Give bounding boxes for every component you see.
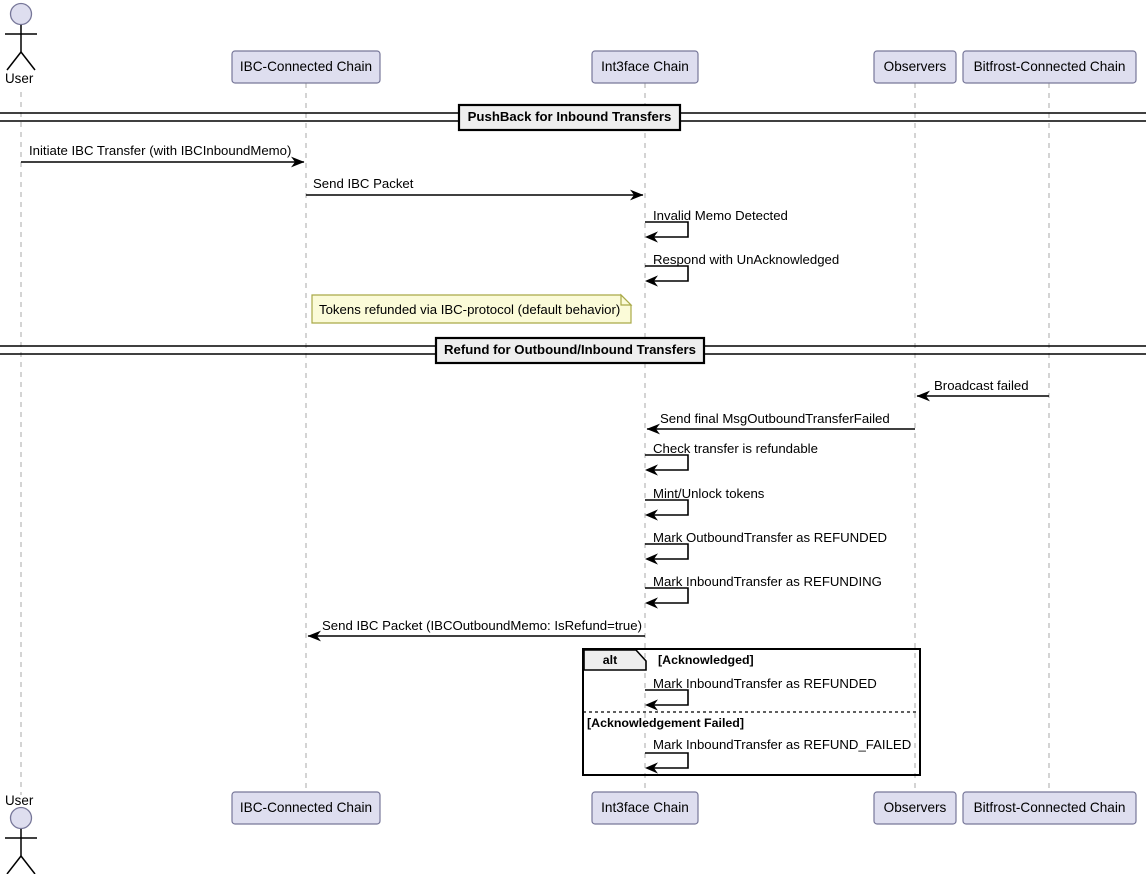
divider-pushback [0, 103, 1146, 132]
message-self-mark-inbound-refunded[interactable] [645, 689, 689, 711]
participant-box-observers-bottom[interactable] [873, 791, 957, 825]
message-self-mark-inbound-refund-failed[interactable] [645, 752, 689, 774]
message-self-check-refundable[interactable] [645, 454, 689, 476]
message-label-send-outbound-refund: Send IBC Packet (IBCOutboundMemo: IsRefu… [322, 618, 642, 633]
actor-leg-right [20, 855, 36, 874]
participant-box-int3face-top[interactable] [591, 50, 699, 84]
divider-refund [0, 336, 1146, 365]
message-label-mark-inbound-refunded: Mark InboundTransfer as REFUNDED [653, 676, 877, 691]
participant-box-bitfrost-bottom[interactable] [962, 791, 1137, 825]
participant-boxes-bottom [231, 791, 1137, 825]
note-tokens-refunded [311, 293, 633, 324]
message-self-mark-outbound-refunded[interactable] [645, 543, 689, 565]
divider-label-pushback: PushBack for Inbound Transfers [467, 109, 672, 124]
message-arrows [21, 156, 1049, 774]
message-label-initiate: Initiate IBC Transfer (with IBCInboundMe… [29, 143, 292, 158]
participant-label-int3face-top[interactable]: Int3face Chain [601, 59, 689, 74]
participant-box-ibc-bottom[interactable] [231, 791, 381, 825]
actor-leg-left [6, 51, 22, 71]
message-label-final-failed: Send final MsgOutboundTransferFailed [660, 411, 890, 426]
actor-head-icon [9, 2, 33, 26]
message-label-send-ibc-packet: Send IBC Packet [313, 176, 414, 191]
message-label-broadcast-failed: Broadcast failed [934, 378, 1029, 393]
fragment-alt-acknowledgement [582, 648, 921, 776]
fragment-guard-acknowledgement-failed: [Acknowledgement Failed] [587, 716, 744, 730]
lifelines [20, 83, 1050, 795]
message-label-invalid-memo: Invalid Memo Detected [653, 208, 788, 223]
message-label-mark-inbound-refunding: Mark InboundTransfer as REFUNDING [653, 574, 882, 589]
divider-label-refund: Refund for Outbound/Inbound Transfers [443, 342, 696, 357]
message-self-invalid-memo[interactable] [645, 221, 689, 243]
actor-label-user-top: User [5, 71, 34, 86]
message-label-mark-outbound-refunded: Mark OutboundTransfer as REFUNDED [653, 530, 888, 545]
participant-label-observers-bottom[interactable]: Observers [883, 800, 947, 815]
participant-label-bitfrost-bottom[interactable]: Bitfrost-Connected Chain [973, 800, 1126, 815]
fragment-operator-label: alt [602, 653, 618, 667]
message-self-respond-unack[interactable] [645, 265, 689, 287]
actor-user-bottom[interactable] [5, 806, 37, 874]
actor-leg-right [20, 51, 36, 71]
participant-box-bitfrost-top[interactable] [962, 50, 1137, 84]
actor-leg-left [6, 855, 22, 874]
participant-boxes-top [231, 50, 1137, 84]
actor-label-user-bottom: User [5, 793, 34, 808]
message-self-mark-inbound-refunding[interactable] [645, 587, 689, 609]
participant-label-bitfrost-top[interactable]: Bitfrost-Connected Chain [973, 59, 1126, 74]
message-label-mint-unlock: Mint/Unlock tokens [653, 486, 765, 501]
participant-box-ibc-top[interactable] [231, 50, 381, 84]
actor-head-icon [9, 806, 33, 830]
divider-label-box [434, 336, 706, 365]
participant-box-observers-top[interactable] [873, 50, 957, 84]
participant-label-ibc-bottom[interactable]: IBC-Connected Chain [239, 800, 373, 815]
participant-label-ibc-top[interactable]: IBC-Connected Chain [239, 59, 373, 74]
fragment-guard-acknowledged: [Acknowledged] [658, 653, 754, 667]
actor-user-top[interactable] [5, 2, 37, 71]
note-label-tokens-refunded: Tokens refunded via IBC-protocol (defaul… [319, 302, 621, 317]
message-self-mint-unlock[interactable] [645, 499, 689, 521]
participant-label-observers-top[interactable]: Observers [883, 59, 947, 74]
fragment-operator-tab [583, 649, 647, 671]
participant-box-int3face-bottom[interactable] [591, 791, 699, 825]
message-label-check-refundable: Check transfer is refundable [653, 441, 818, 456]
message-label-respond-unack: Respond with UnAcknowledged [653, 252, 840, 267]
divider-label-box [457, 103, 682, 132]
message-label-mark-inbound-refund-failed: Mark InboundTransfer as REFUND_FAILED [653, 737, 912, 752]
participant-label-int3face-bottom[interactable]: Int3face Chain [601, 800, 689, 815]
